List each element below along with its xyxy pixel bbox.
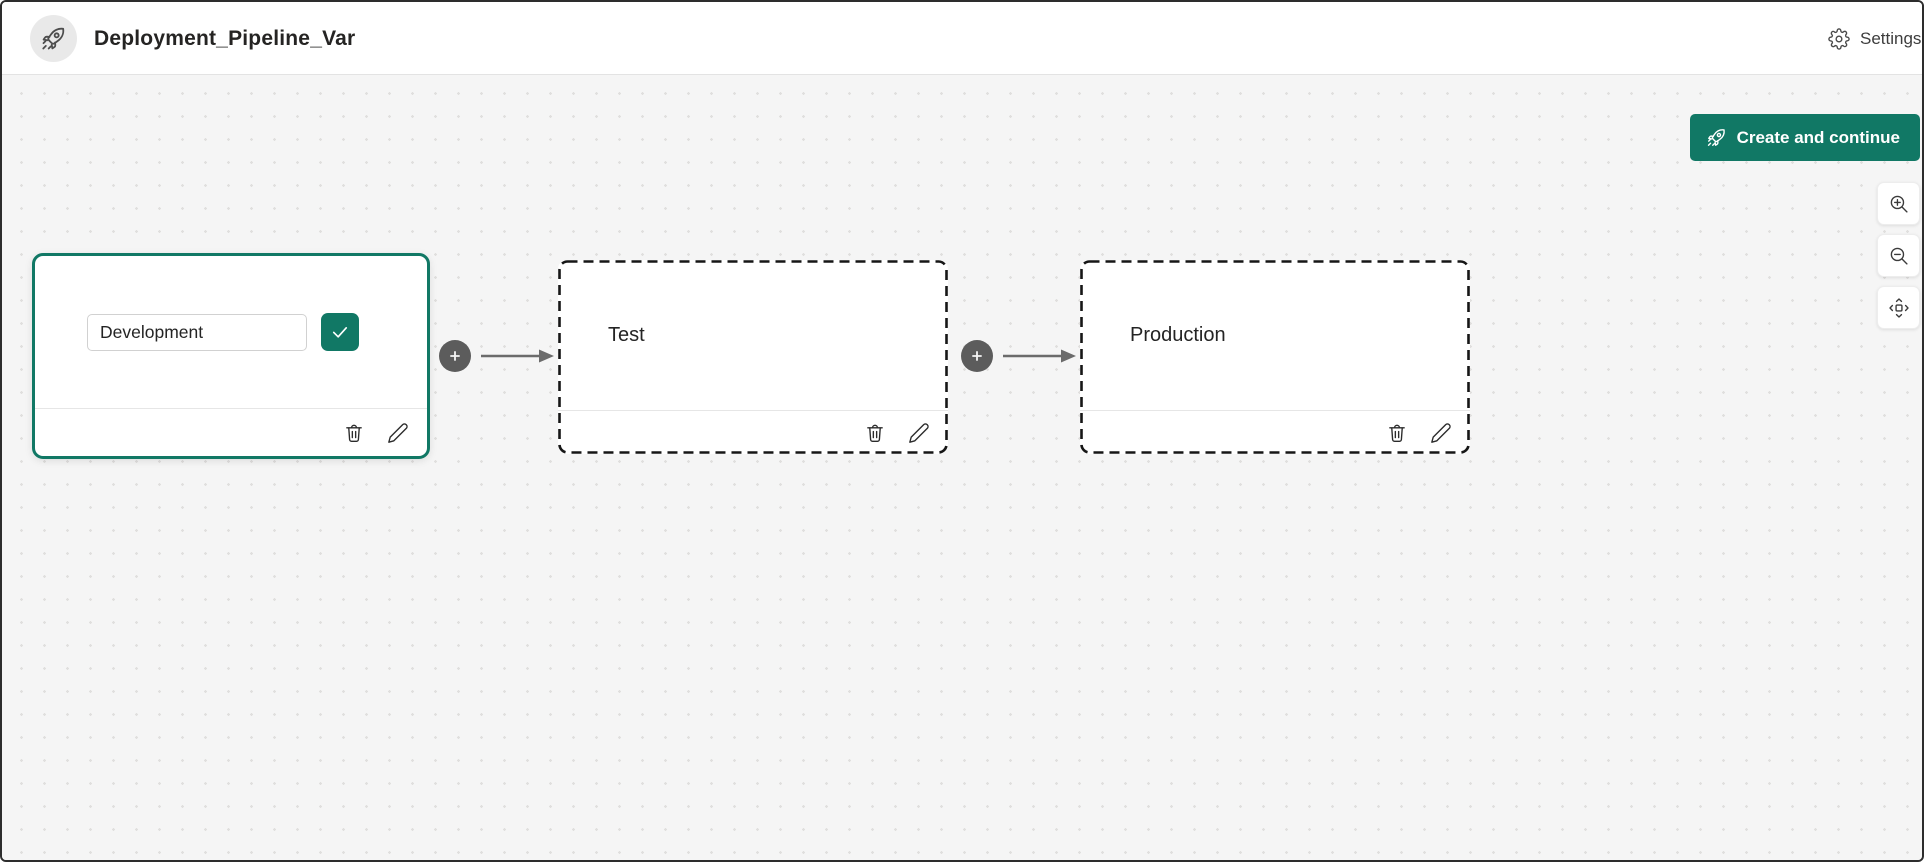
trash-icon: [867, 424, 883, 442]
stage-connector: [439, 340, 555, 372]
plus-icon: [972, 351, 982, 361]
edit-stage-button[interactable]: [385, 420, 411, 446]
edit-stage-button[interactable]: [1428, 420, 1454, 446]
stage-card-production[interactable]: Production: [1080, 260, 1470, 454]
pencil-icon: [1431, 422, 1451, 443]
stage-connector: [961, 340, 1077, 372]
zoom-out-icon: [1890, 247, 1908, 265]
zoom-in-button[interactable]: [1877, 182, 1920, 225]
check-icon: [332, 327, 348, 338]
settings-button[interactable]: Settings: [1828, 2, 1922, 75]
stage-footer: [35, 408, 427, 456]
delete-stage-button[interactable]: [341, 420, 367, 446]
stage-footer: [558, 410, 948, 454]
confirm-name-button[interactable]: [321, 313, 359, 351]
pipeline-avatar: [30, 15, 77, 62]
stage-body: Test: [558, 260, 948, 410]
fit-to-screen-icon: [1888, 297, 1909, 318]
arrow-icon: [479, 348, 555, 364]
create-and-continue-button[interactable]: Create and continue: [1689, 114, 1920, 161]
pencil-icon: [388, 422, 408, 443]
pencil-icon: [909, 422, 929, 443]
zoom-out-button[interactable]: [1877, 234, 1920, 277]
stage-body: [35, 256, 427, 408]
rocket-icon: [42, 27, 65, 50]
header: Deployment_Pipeline_Var Settings: [2, 2, 1922, 75]
add-stage-button[interactable]: [961, 340, 993, 372]
stage-footer: [1080, 410, 1470, 454]
stage-name-edit-row: [35, 313, 359, 351]
trash-icon: [1389, 424, 1405, 442]
arrow-icon: [1001, 348, 1077, 364]
zoom-controls: [1877, 182, 1920, 329]
plus-icon: [450, 351, 460, 361]
delete-stage-button[interactable]: [1384, 420, 1410, 446]
pipeline-canvas: Create and continue: [2, 76, 1922, 860]
page-title: Deployment_Pipeline_Var: [94, 26, 356, 50]
stage-name-label: Production: [1130, 323, 1226, 346]
edit-stage-button[interactable]: [906, 420, 932, 446]
settings-label: Settings: [1860, 28, 1922, 48]
add-stage-button[interactable]: [439, 340, 471, 372]
delete-stage-button[interactable]: [862, 420, 888, 446]
rocket-icon: [1707, 129, 1725, 146]
stage-card-test[interactable]: Test: [558, 260, 948, 454]
stage-name-label: Test: [608, 323, 645, 346]
create-button-label: Create and continue: [1736, 127, 1900, 147]
zoom-in-icon: [1890, 195, 1908, 213]
gear-icon: [1828, 27, 1850, 50]
stage-card-development: [32, 253, 430, 459]
trash-icon: [346, 424, 362, 442]
stage-name-input[interactable]: [87, 313, 307, 351]
stage-body: Production: [1080, 260, 1470, 410]
fit-to-screen-button[interactable]: [1877, 286, 1920, 329]
